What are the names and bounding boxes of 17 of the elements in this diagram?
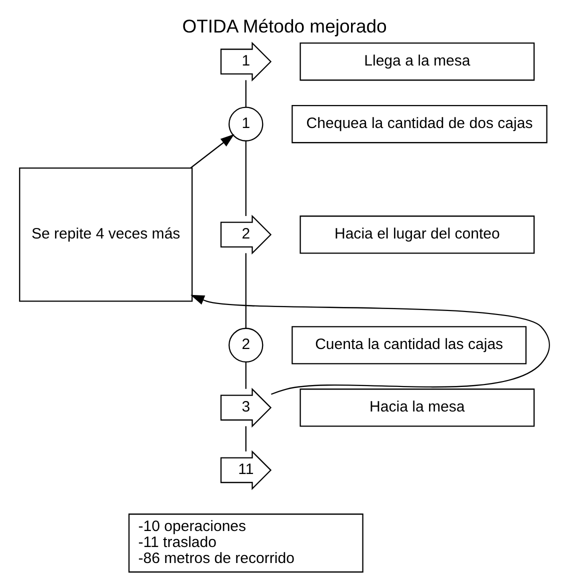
- arrow: [190, 294, 550, 395]
- connector: [245, 80, 246, 108]
- node-circle: 1: [228, 106, 264, 142]
- node-box: Llega a la mesa: [300, 42, 535, 81]
- diagram-title: OTIDA Método mejorado: [182, 15, 387, 36]
- arrow: [190, 134, 234, 168]
- node-box: Hacia la mesa: [300, 388, 535, 427]
- connector: [245, 141, 246, 216]
- connector: [245, 253, 246, 328]
- node-box: Se repite 4 veces más: [19, 168, 193, 302]
- node-box: Chequea la cantidad de dos cajas: [292, 105, 548, 144]
- node-box: Hacia el lugar del conteo: [300, 216, 535, 254]
- connector: [245, 426, 246, 452]
- node-circle: 2: [228, 328, 264, 363]
- node-box: Cuenta la cantidad las cajas: [292, 326, 527, 364]
- node-box: -10 operaciones -11 traslado -86 metros de recorrido: [128, 514, 364, 573]
- connector: [245, 362, 246, 389]
